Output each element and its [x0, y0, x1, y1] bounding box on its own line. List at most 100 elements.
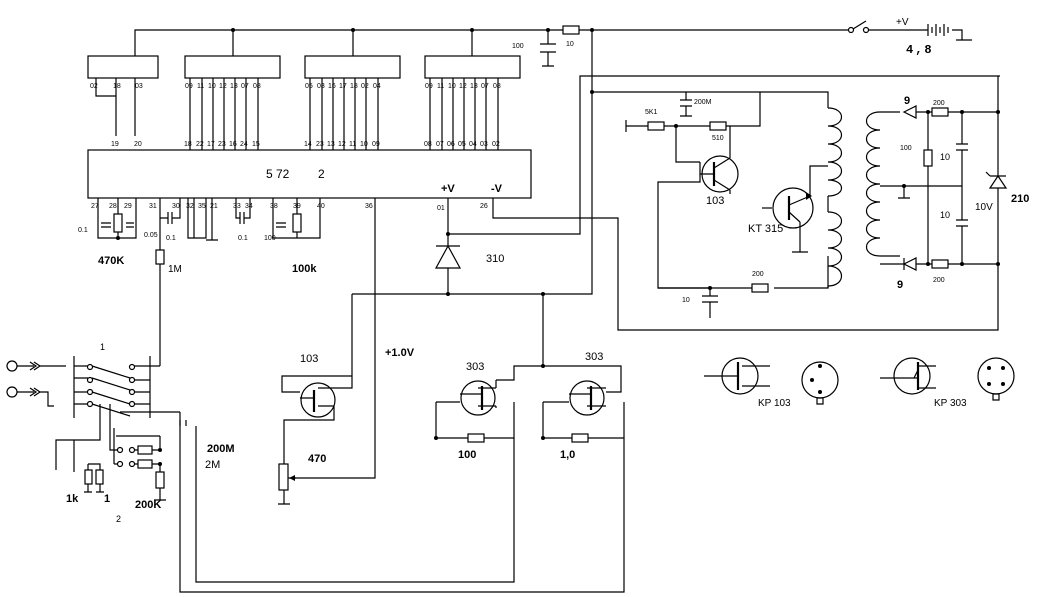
supply-label: +V [896, 17, 909, 28]
main-chip: 5 72 2 +V -V [87, 149, 532, 199]
rc-network-470k: 0.1 470K [78, 198, 137, 267]
osc-q103-label: 103 [706, 195, 724, 207]
chip-pin: 23 [316, 141, 324, 148]
transistor-103-left: 103 [281, 294, 353, 464]
r10b-label: 1,0 [560, 449, 575, 461]
d3-pin: 18 [350, 83, 358, 90]
d1-pin: 18 [113, 83, 121, 90]
chip-pin: 19 [111, 141, 119, 148]
chip-pin: 29 [124, 203, 132, 210]
chip-pin: 15 [252, 141, 260, 148]
c100-top-label: 100 [512, 43, 524, 50]
q103-left-label: 103 [300, 353, 318, 365]
transistor-103-osc: 103 [657, 126, 739, 289]
transistor-303b: 303 1,0 [179, 351, 625, 593]
sec-10b-label: 10 [940, 210, 950, 220]
d3-pin: 02 [361, 83, 369, 90]
d2-pin: 09 [185, 83, 193, 90]
osc-200-label: 200 [752, 271, 764, 278]
d1-pin: 03 [135, 83, 143, 90]
osc-feedback: 200 10 [658, 256, 829, 318]
transistor-kt315: KT 315 [748, 165, 828, 253]
range-switch-1[interactable]: 1 [73, 342, 161, 418]
supply-bus [134, 28, 848, 56]
kp303-label: KP 303 [934, 398, 967, 409]
c100b-label: 100 [264, 235, 276, 242]
sec-210-label: 210 [1011, 193, 1029, 205]
display-3 [304, 55, 401, 150]
chip-pin: 33 [233, 203, 241, 210]
chip-pin: 22 [196, 141, 204, 148]
d3-pin: 16 [328, 83, 336, 90]
diode-310: 310 [434, 198, 504, 294]
transistor-303a: 303 100 [195, 294, 545, 583]
d4-pin: 08 [493, 83, 501, 90]
chip-pin: 36 [365, 203, 373, 210]
d4-pin: 13 [470, 83, 478, 90]
chip-pin: 30 [172, 203, 180, 210]
chip-pin: 01 [437, 205, 445, 212]
chip-pin: 06 [447, 141, 455, 148]
chip-pin: 14 [304, 141, 312, 148]
d4-pin: 10 [448, 83, 456, 90]
c01a-label: 0.1 [78, 227, 88, 234]
oscillator: 5K1 200M 510 [590, 90, 829, 163]
chip-pin: 31 [149, 203, 157, 210]
chip-pin: 35 [198, 203, 206, 210]
r470k-label: 470K [98, 255, 124, 267]
chip-pin: 05 [458, 141, 466, 148]
pinout-kp103: KP 103 [704, 357, 839, 409]
r2m-label: 2M [205, 459, 220, 471]
d2-pin: 12 [219, 83, 227, 90]
sw2-label: 2 [116, 514, 121, 524]
d3-pin: 04 [373, 83, 381, 90]
d3-pin: 03 [317, 83, 325, 90]
display-1 [87, 55, 159, 136]
c01b-label: 0.1 [166, 235, 176, 242]
power-switch[interactable] [847, 20, 929, 34]
wire-vminus [492, 198, 999, 331]
chip-pin: 16 [229, 141, 237, 148]
chip-pin: 27 [91, 203, 99, 210]
c01c-label: 0.1 [238, 235, 248, 242]
range-switch-2[interactable]: 2 1k 1 200K 200M 2M [55, 404, 235, 524]
v10-label: +1.0V [385, 347, 415, 359]
sec-200b-label: 200 [933, 277, 945, 284]
r1-label: 1 [104, 493, 110, 505]
osc-200m-label: 200M [694, 99, 712, 106]
wire-pin36 [294, 198, 376, 479]
d2-pin: 11 [197, 83, 204, 90]
potentiometer-470[interactable]: 470 [278, 453, 326, 505]
d4-pin: 11 [437, 83, 444, 90]
rc-network-100k: 100 100k [264, 198, 321, 275]
d4-pin: 09 [425, 83, 433, 90]
sw1-label: 1 [100, 342, 105, 352]
r200k-label: 200K [135, 499, 161, 511]
input-jacks[interactable] [6, 360, 66, 407]
diode310-label: 310 [486, 253, 504, 265]
r1m-label: 1M [168, 264, 182, 275]
chip-pin: 02 [492, 141, 500, 148]
d3-pin: 05 [305, 83, 313, 90]
chip-pin: 28 [109, 203, 117, 210]
r100k-label: 100k [292, 263, 317, 275]
chip-pin: 10 [360, 141, 368, 148]
battery-label: 4,8 [906, 43, 934, 57]
d2-pin: 13 [230, 83, 238, 90]
sec-100-label: 100 [900, 145, 912, 152]
secondary-rectifier: 9 200 100 10 10 9 200 10V 210 [880, 76, 1029, 291]
chip-suffix: 2 [318, 167, 325, 181]
wire-vplus-osc [448, 75, 1000, 235]
r100-label: 100 [458, 449, 476, 461]
pot470-label: 470 [308, 453, 326, 465]
chip-pin: 32 [186, 203, 194, 210]
chip-pin: 09 [372, 141, 380, 148]
chip-pin: 18 [184, 141, 192, 148]
kp103-label: KP 103 [758, 398, 791, 409]
display-2 [184, 55, 281, 150]
rc-network-timing: 0.05 0.1 1M [144, 198, 218, 358]
cap-01-pins33-34: 0.1 [235, 198, 251, 242]
chip-pin: 20 [134, 141, 142, 148]
chip-pin: 23 [218, 141, 226, 148]
